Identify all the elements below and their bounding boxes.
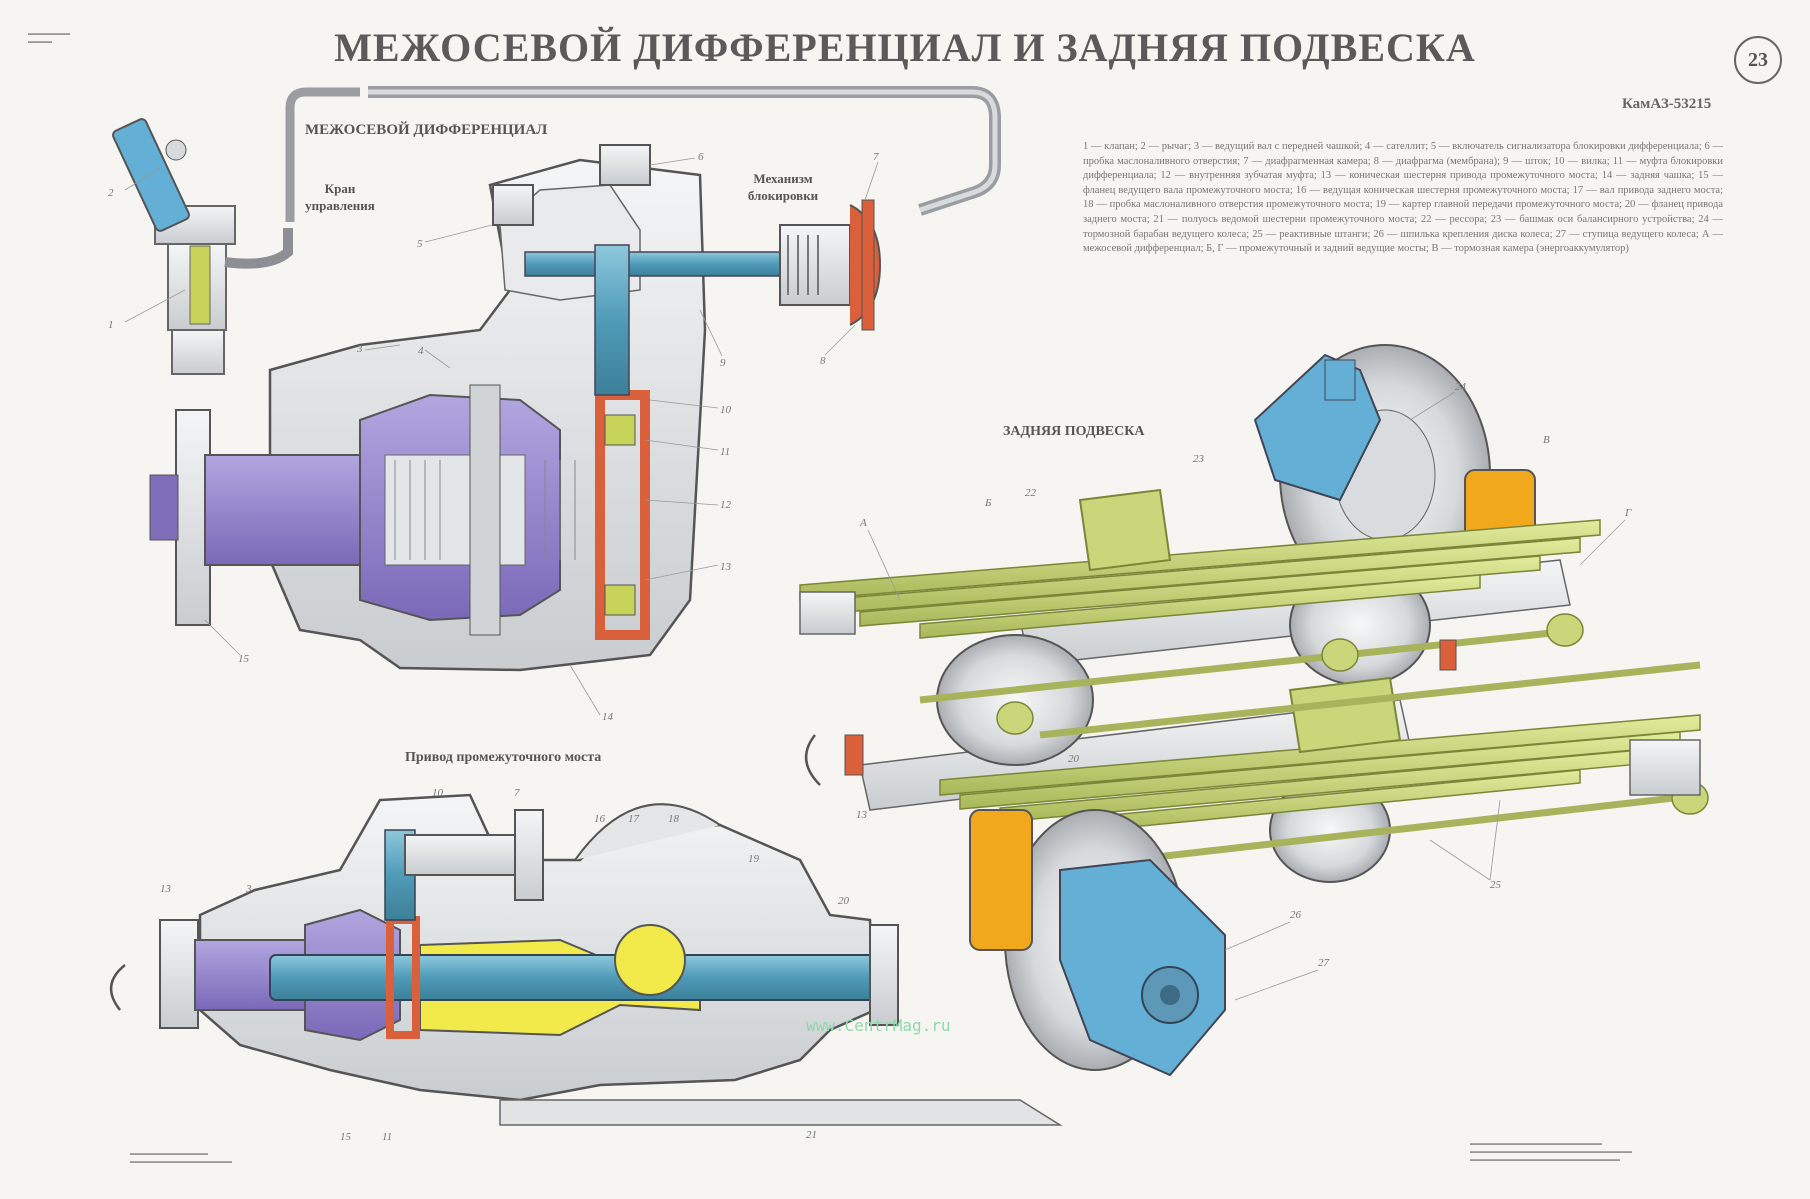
callout: 20 (1068, 753, 1080, 765)
callout-leaders (124, 157, 879, 716)
rear-suspension-illustration (799, 344, 1709, 1077)
callout: 13 (160, 883, 172, 895)
air-pipe (285, 87, 360, 222)
watermark: www.CentrMag.ru (806, 1016, 951, 1035)
callouts-top: 2 1 3 4 5 6 7 8 9 10 11 12 13 14 15 (108, 151, 879, 723)
callout: А (859, 517, 867, 529)
section-title-interaxle: МЕЖОСЕВОЙ ДИФФЕРЕНЦИАЛ (305, 122, 548, 138)
interaxle-differential-cutaway (112, 86, 1001, 672)
callout: 16 (594, 813, 606, 825)
callout: 3 (245, 883, 252, 895)
rotation-arrow (110, 964, 126, 1011)
callout: 15 (340, 1131, 352, 1143)
leaf-spring-upper (799, 519, 1601, 639)
mid-axle-drive-cutaway (159, 793, 1063, 1126)
lock-rod (524, 251, 801, 277)
callout: 13 (856, 809, 868, 821)
callout: 21 (806, 1129, 817, 1141)
callout: 5 (417, 238, 423, 250)
callout: 23 (1193, 453, 1205, 465)
section-title-rear-suspension: ЗАДНЯЯ ПОДВЕСКА (1003, 424, 1145, 439)
callout: 4 (418, 345, 424, 357)
fine-print-top-left: ▬▬▬▬▬▬▬▬▬▬▬ (28, 31, 70, 45)
legend-text: 1 — клапан; 2 — рычаг; 3 — ведущий вал с… (1083, 141, 1723, 255)
page-title: МЕЖОСЕВОЙ ДИФФЕРЕНЦИАЛ И ЗАДНЯЯ ПОДВЕСКА (334, 25, 1476, 70)
section-title-mid-axle-drive: Привод промежуточного моста (405, 750, 602, 765)
callout: 10 (432, 787, 444, 799)
callout: В (1543, 434, 1550, 446)
callout: 7 (873, 151, 879, 163)
drive-shaft (204, 454, 366, 566)
wheel-hub-lower (1059, 858, 1226, 1077)
callout: 1 (108, 319, 114, 331)
flange-red (844, 734, 864, 776)
callout: 22 (1025, 487, 1037, 499)
callout: Г (1624, 507, 1632, 519)
callout: 18 (668, 813, 680, 825)
fine-print-bottom-right: ▬▬▬▬▬▬▬▬▬▬▬▬▬▬▬▬▬▬▬▬▬▬▬▬▬▬▬▬▬▬▬▬▬▬▬▬▬▬▬▬… (1470, 1141, 1632, 1163)
callout: 17 (628, 813, 640, 825)
callout: 20 (838, 895, 850, 907)
callout: 9 (720, 357, 726, 369)
rear-axle-drive-shaft (269, 954, 891, 1001)
callout: 11 (720, 446, 730, 458)
callout: 19 (748, 853, 760, 865)
callout: 27 (1318, 957, 1330, 969)
callout: 25 (1490, 879, 1502, 891)
callout: 15 (238, 653, 250, 665)
lock-fork (594, 244, 630, 396)
leaf-spring-lower (939, 714, 1701, 835)
callout: 3 (356, 343, 363, 355)
callouts-suspension: 24 23 22 Б В Г А 13 20 25 26 27 (856, 381, 1632, 969)
energy-accumulator-lower (969, 809, 1033, 951)
callout: 8 (820, 355, 826, 367)
sheet-number-badge: 23 (1734, 36, 1782, 84)
label-control-valve: Кран управления (305, 181, 375, 213)
reaction-rods (919, 626, 1701, 864)
callout: 6 (698, 151, 704, 163)
callout: 10 (720, 404, 732, 416)
callout: 13 (720, 561, 732, 573)
callout: 11 (382, 1131, 392, 1143)
vehicle-model: КамАЗ-53215 (1622, 96, 1712, 112)
control-valve (112, 118, 293, 375)
callout: 7 (514, 787, 520, 799)
callout: 14 (602, 711, 614, 723)
callout: 12 (720, 499, 732, 511)
fine-print-bottom-left: ▬▬▬▬▬▬▬▬▬▬▬▬▬▬▬▬▬▬▬▬▬▬▬▬▬▬▬▬▬▬ (130, 1151, 232, 1165)
label-locking-mechanism: Механизм блокировки (747, 171, 819, 203)
callouts-bottom: 13 3 10 7 16 17 18 19 20 15 11 21 (160, 787, 850, 1143)
callout: Б (984, 497, 992, 509)
callout: 2 (108, 187, 114, 199)
callout: 26 (1290, 909, 1302, 921)
callout: 24 (1455, 381, 1467, 393)
